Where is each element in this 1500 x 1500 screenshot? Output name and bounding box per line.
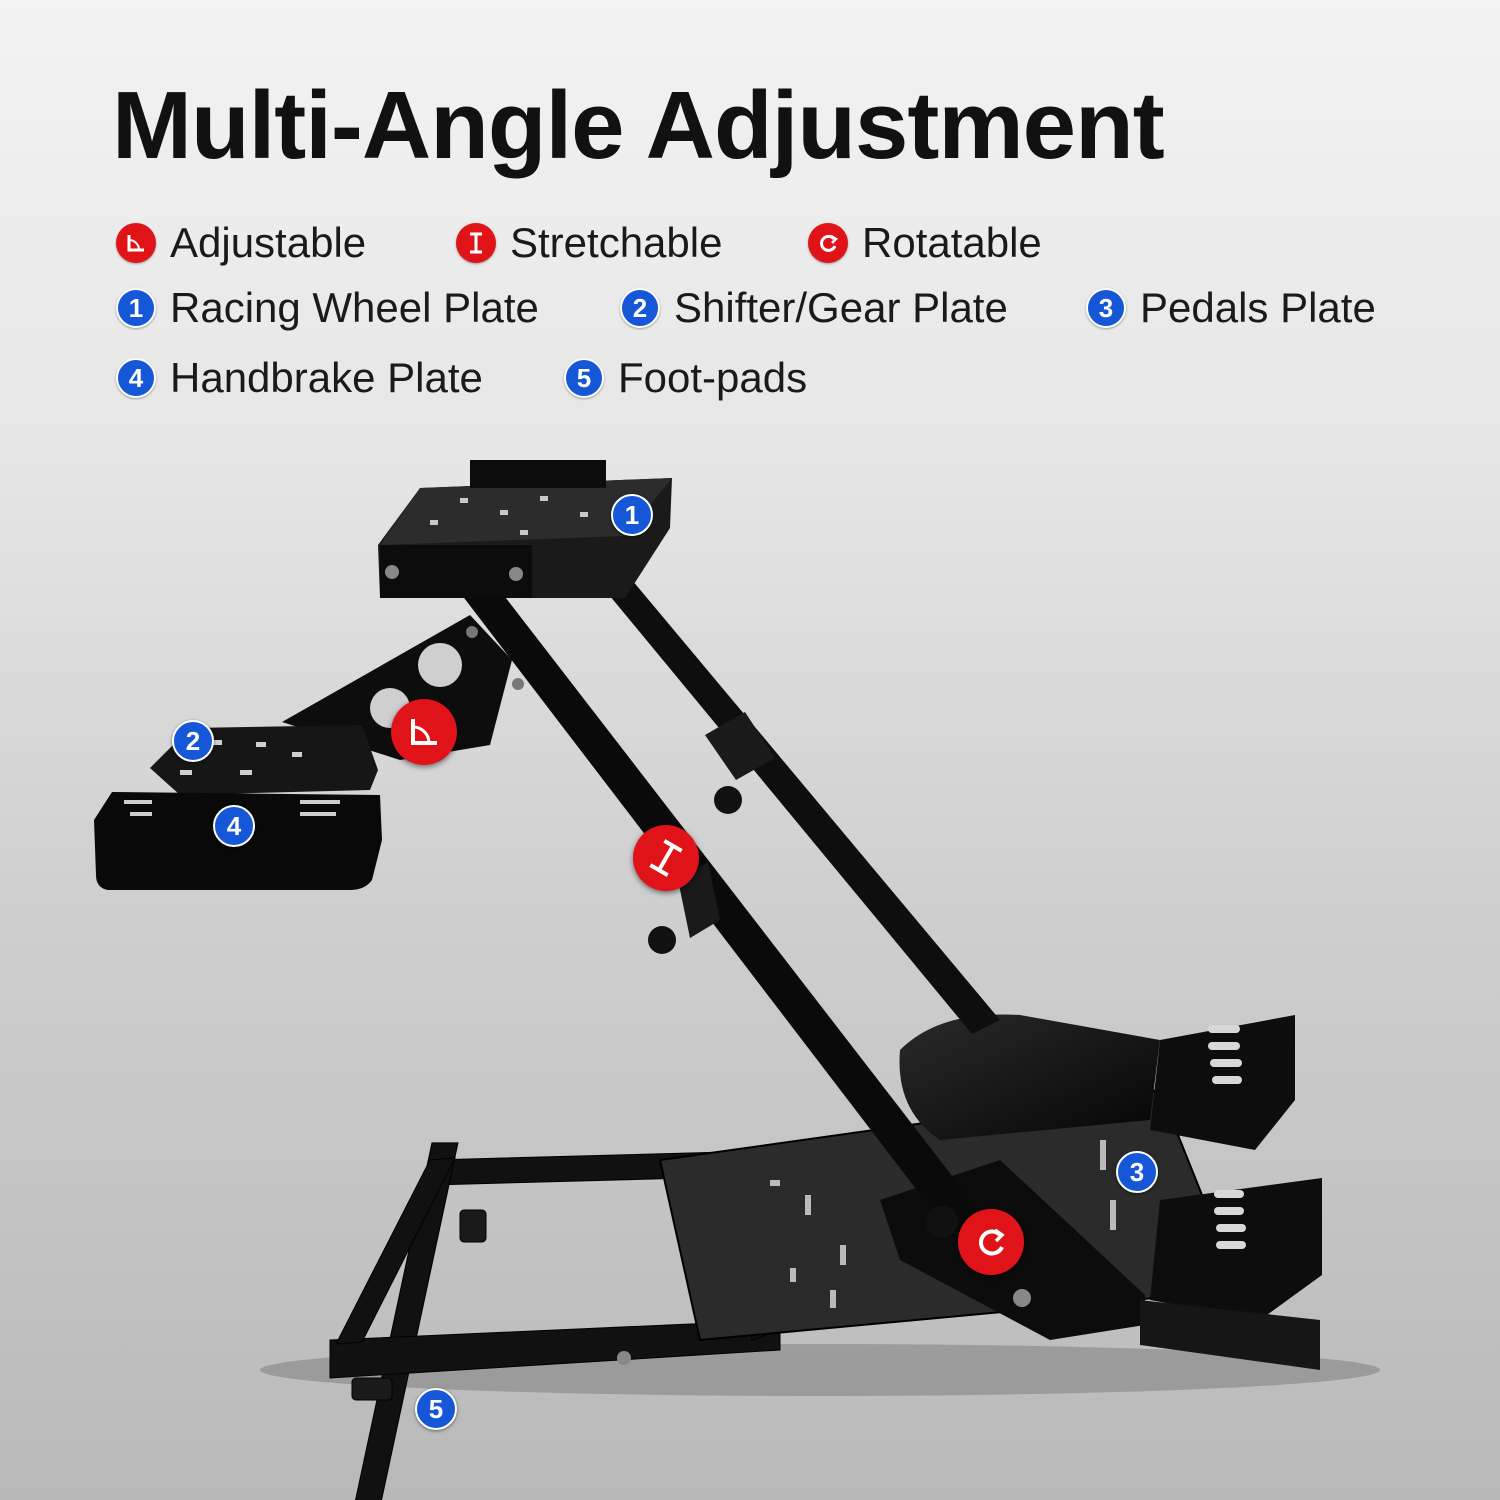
stretchable-icon <box>456 223 496 263</box>
legend-part-2: 2 Shifter/Gear Plate <box>620 283 1008 333</box>
callout-5: 5 <box>415 1388 457 1430</box>
callout-2: 2 <box>172 720 214 762</box>
arm-bolt-1 <box>466 626 478 638</box>
adjustable-callout-icon <box>391 699 457 765</box>
legend-part-2-label: Shifter/Gear Plate <box>674 284 1008 331</box>
legend-part-1-label: Racing Wheel Plate <box>170 284 539 331</box>
legend-part-5-label: Foot-pads <box>618 354 808 401</box>
legend-rotatable-label: Rotatable <box>862 219 1042 266</box>
number-3-badge: 3 <box>1086 288 1126 328</box>
rotatable-callout-icon <box>958 1209 1024 1275</box>
number-2-badge: 2 <box>620 288 660 328</box>
pivot-housing <box>899 1014 1160 1140</box>
plate-bolt-right <box>509 567 523 581</box>
shifter-holes <box>180 740 302 775</box>
arm-hole-2 <box>418 643 462 687</box>
wheel-plate-holes <box>430 496 588 535</box>
adjustable-icon <box>116 223 156 263</box>
callout-3: 3 <box>1116 1151 1158 1193</box>
rotatable-icon <box>808 223 848 263</box>
legend-adjustable-label: Adjustable <box>170 219 367 266</box>
legend-part-5: 5 Foot-pads <box>564 353 807 403</box>
stretchable-callout-icon <box>633 825 699 891</box>
legend-stretchable-label: Stretchable <box>510 219 723 266</box>
number-5-badge: 5 <box>564 358 604 398</box>
callout-1: 1 <box>611 494 653 536</box>
legend-part-4-label: Handbrake Plate <box>170 354 483 401</box>
rear-upright <box>605 580 1000 1034</box>
fin-slots <box>1208 1025 1246 1249</box>
legend-stretchable: Stretchable <box>456 218 722 268</box>
legend-rotatable: Rotatable <box>808 218 1042 268</box>
number-1-badge: 1 <box>116 288 156 328</box>
legend-part-4: 4 Handbrake Plate <box>116 353 483 403</box>
handbrake-slots <box>124 800 340 816</box>
foot-rail <box>1140 1300 1320 1370</box>
callout-4: 4 <box>213 805 255 847</box>
wheel-plate-back-lip <box>470 460 606 488</box>
legend-part-3-label: Pedals Plate <box>1140 284 1376 331</box>
legend-part-1: 1 Racing Wheel Plate <box>116 283 539 333</box>
page-title: Multi-Angle Adjustment <box>112 72 1165 179</box>
tray-slots <box>770 1140 1116 1308</box>
arm-bolt-2 <box>512 678 524 690</box>
front-upright <box>458 580 990 1240</box>
rear-upright-sleeve <box>705 712 775 780</box>
number-4-badge: 4 <box>116 358 156 398</box>
legend-part-3: 3 Pedals Plate <box>1086 283 1376 333</box>
legend-adjustable: Adjustable <box>116 218 366 268</box>
plate-bolt-left <box>385 565 399 579</box>
adjustment-knobs <box>617 786 1031 1365</box>
wheel-plate-front-lip <box>380 545 532 598</box>
